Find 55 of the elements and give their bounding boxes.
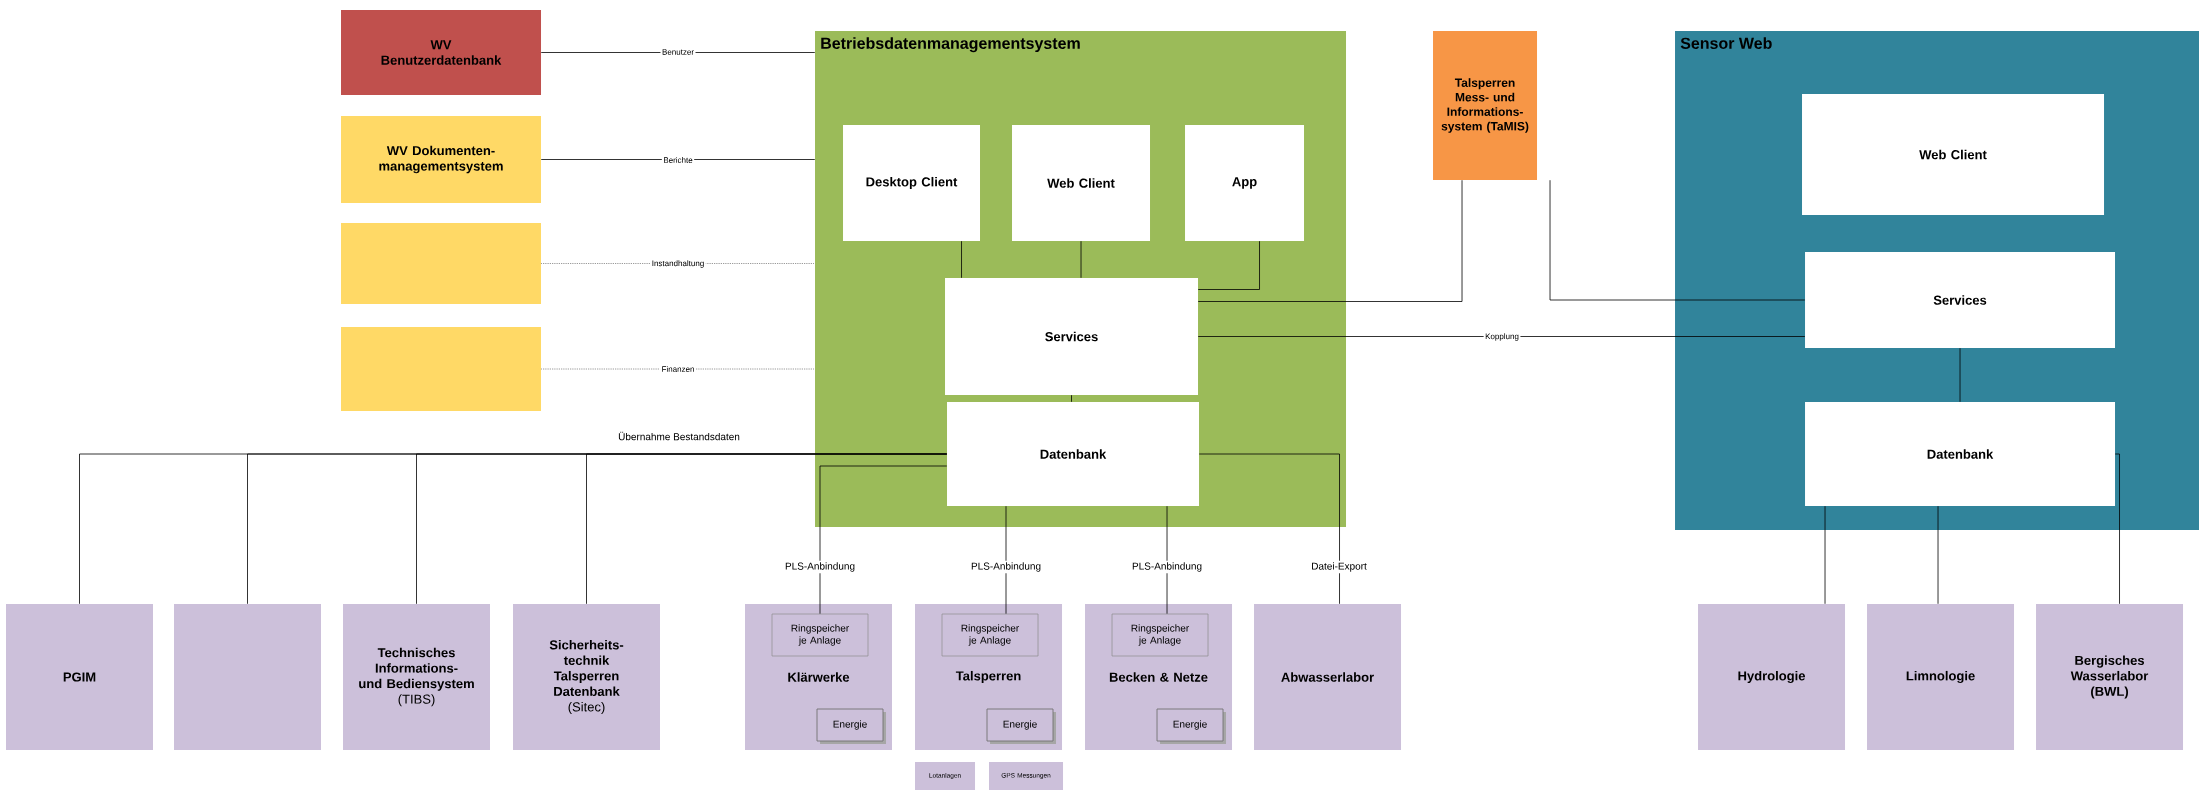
system-box: WV Dokumenten- managementsystem (341, 116, 541, 203)
storage-box: Ringspeicher je Anlage (1111, 613, 1209, 657)
connector-line (1080, 240, 1082, 279)
connector-line (2114, 453, 2120, 605)
system-box: Sicherheits- technik Talsperren Datenbank (Sitec) (513, 604, 660, 750)
connector-line (1197, 336, 1806, 337)
system-box: PGIM (6, 604, 153, 750)
system-box (174, 604, 321, 750)
system-box: Talsperren Mess- und Informations- system (TaMIS) (1433, 31, 1537, 180)
edge-label: PLS-Anbindung (969, 560, 1043, 574)
edge-label: Benutzer (660, 47, 696, 57)
connector-line (1005, 505, 1007, 615)
connector-line (1824, 505, 1826, 605)
edge-label: Finanzen (660, 364, 696, 374)
system-box: Limnologie (1867, 604, 2014, 750)
connector-line (540, 159, 816, 160)
connector-line (1197, 179, 1463, 302)
connector-line (1959, 347, 1961, 403)
system-box: Services (945, 278, 1198, 395)
system-box: Datenbank (947, 402, 1199, 506)
dotted-connector (540, 368, 816, 370)
connector-line (1197, 240, 1260, 290)
connector-line (586, 453, 948, 605)
system-box: Services (1805, 252, 2116, 348)
connector-line (1549, 179, 1806, 301)
edge-label: Übernahme Bestandsdaten (616, 430, 742, 442)
system-box: Abwasserlabor (1254, 604, 1401, 750)
storage-box: Ringspeicher je Anlage (771, 613, 869, 657)
energy-box: Energie (1156, 708, 1226, 744)
system-box: Datenbank (1805, 402, 2116, 506)
edge-label: PLS-Anbindung (1130, 560, 1204, 574)
system-box: WV Benutzerdatenbank (341, 10, 541, 95)
connector-line (819, 465, 948, 615)
system-box: Web Client (1012, 125, 1150, 241)
system-box: Bergisches Wasserlabor (BWL) (2036, 604, 2184, 750)
system-box: Hydrologie (1698, 604, 1845, 750)
edge-label: PLS-Anbindung (783, 560, 857, 574)
connector-line (1166, 505, 1168, 615)
connector-line (1071, 394, 1072, 403)
system-box: Web Client (1802, 94, 2105, 215)
edge-label: Datei-Export (1309, 560, 1369, 574)
storage-box: Ringspeicher je Anlage (941, 613, 1039, 657)
system-box: Desktop Client (843, 125, 980, 241)
connector-line (961, 240, 962, 279)
system-box: App (1185, 125, 1304, 241)
edge-label: Kopplung (1483, 331, 1521, 343)
connector-line (1937, 505, 1939, 605)
energy-box: Energie (986, 708, 1056, 744)
system-box (341, 327, 541, 411)
system-box: Technisches Informations- und Bediensystem (TIBS) (343, 604, 490, 750)
edge-label: Berichte (661, 155, 695, 165)
energy-box: Energie (816, 708, 886, 744)
edge-label: Instandhaltung (650, 258, 706, 270)
system-box (341, 223, 541, 304)
connector-line (1198, 453, 1340, 605)
